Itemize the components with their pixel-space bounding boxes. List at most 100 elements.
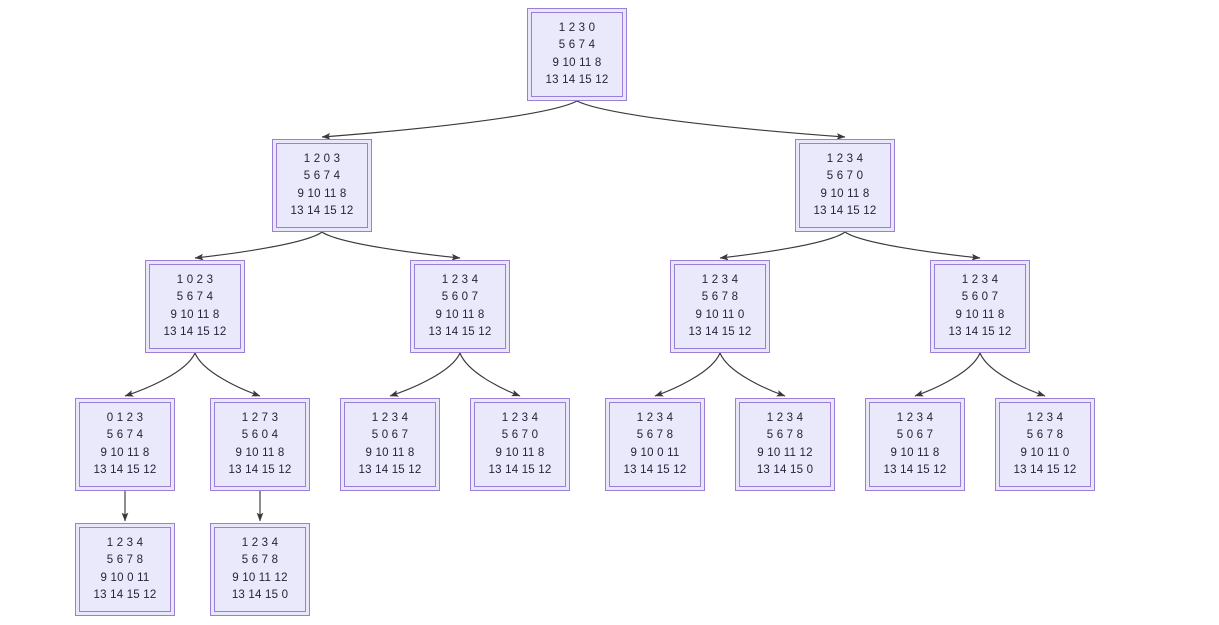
puzzle-row: 9 10 11 12 (232, 571, 288, 584)
puzzle-row: 9 10 11 8 (955, 308, 1005, 321)
tree-edge (194, 352, 261, 397)
tree-node[interactable]: 1 0 2 3 5 6 7 4 9 10 11 8 13 14 15 12 (145, 260, 245, 353)
puzzle-row: 13 14 15 12 (488, 463, 552, 476)
puzzle-row: 5 6 7 4 (558, 39, 596, 52)
node-inner-border (276, 143, 368, 228)
tree-edge (979, 352, 1046, 397)
puzzle-row: 1 2 3 4 (766, 411, 804, 424)
puzzle-row: 1 2 3 4 (701, 273, 739, 286)
puzzle-row: 5 6 7 4 (176, 291, 214, 304)
puzzle-row: 9 10 11 8 (552, 56, 602, 69)
node-inner-border (869, 402, 961, 487)
node-inner-border (799, 143, 891, 228)
node-inner-border (609, 402, 701, 487)
puzzle-row: 5 6 7 8 (1026, 429, 1064, 442)
tree-node[interactable]: 1 2 3 0 5 6 7 4 9 10 11 8 13 14 15 12 (527, 8, 627, 101)
puzzle-row: 13 14 15 12 (358, 463, 422, 476)
puzzle-row: 5 6 7 8 (636, 429, 674, 442)
puzzle-row: 13 14 15 12 (228, 463, 292, 476)
tree-edge (459, 352, 521, 397)
puzzle-row: 1 2 3 0 (558, 21, 596, 34)
puzzle-row: 1 0 2 3 (176, 273, 214, 286)
puzzle-row: 9 10 11 8 (820, 187, 870, 200)
puzzle-row: 5 6 7 0 (501, 429, 539, 442)
puzzle-row: 1 2 3 4 (896, 411, 934, 424)
node-inner-border (474, 402, 566, 487)
puzzle-row: 1 2 0 3 (303, 152, 341, 165)
puzzle-row: 13 14 15 12 (93, 588, 157, 601)
puzzle-row: 13 14 15 12 (290, 204, 354, 217)
node-inner-border (531, 12, 623, 97)
puzzle-row: 9 10 11 8 (170, 308, 220, 321)
tree-edge (719, 352, 786, 397)
tree-edge (914, 352, 981, 397)
puzzle-row: 9 10 11 8 (297, 187, 347, 200)
puzzle-row: 5 6 7 8 (701, 291, 739, 304)
puzzle-row: 13 14 15 12 (163, 325, 227, 338)
puzzle-row: 0 1 2 3 (106, 411, 144, 424)
puzzle-row: 1 2 3 4 (371, 411, 409, 424)
puzzle-row: 9 10 0 11 (100, 571, 150, 584)
puzzle-row: 9 10 11 8 (100, 446, 150, 459)
puzzle-row: 13 14 15 12 (93, 463, 157, 476)
tree-edge (654, 352, 721, 397)
puzzle-row: 1 2 3 4 (501, 411, 539, 424)
puzzle-grid: 1 2 3 0 5 6 7 4 9 10 11 8 13 14 15 12 (546, 20, 609, 90)
puzzle-row: 5 6 7 8 (766, 429, 804, 442)
node-inner-border (739, 402, 831, 487)
node-inner-border (79, 402, 171, 487)
node-inner-border (344, 402, 436, 487)
puzzle-row: 5 6 0 4 (241, 429, 279, 442)
puzzle-row: 13 14 15 12 (813, 204, 877, 217)
node-inner-border (999, 402, 1091, 487)
puzzle-row: 5 6 0 7 (961, 291, 999, 304)
puzzle-row: 9 10 11 0 (695, 308, 745, 321)
puzzle-row: 13 14 15 0 (231, 588, 289, 601)
puzzle-row: 13 14 15 12 (545, 73, 609, 86)
puzzle-row: 13 14 15 12 (883, 463, 947, 476)
puzzle-row: 9 10 11 0 (1020, 446, 1070, 459)
tree-edge (321, 100, 578, 140)
puzzle-row: 1 2 3 4 (106, 536, 144, 549)
puzzle-row: 5 0 6 7 (371, 429, 409, 442)
node-inner-border (414, 264, 506, 349)
puzzle-row: 13 14 15 12 (1013, 463, 1077, 476)
tree-edge (719, 231, 846, 261)
puzzle-row: 9 10 11 8 (890, 446, 940, 459)
node-inner-border (674, 264, 766, 349)
puzzle-row: 1 2 7 3 (241, 411, 279, 424)
puzzle-row: 1 2 3 4 (636, 411, 674, 424)
puzzle-row: 5 6 7 8 (241, 554, 279, 567)
tree-edge (576, 100, 846, 140)
tree-edge (844, 231, 981, 261)
tree-edge (321, 231, 461, 261)
